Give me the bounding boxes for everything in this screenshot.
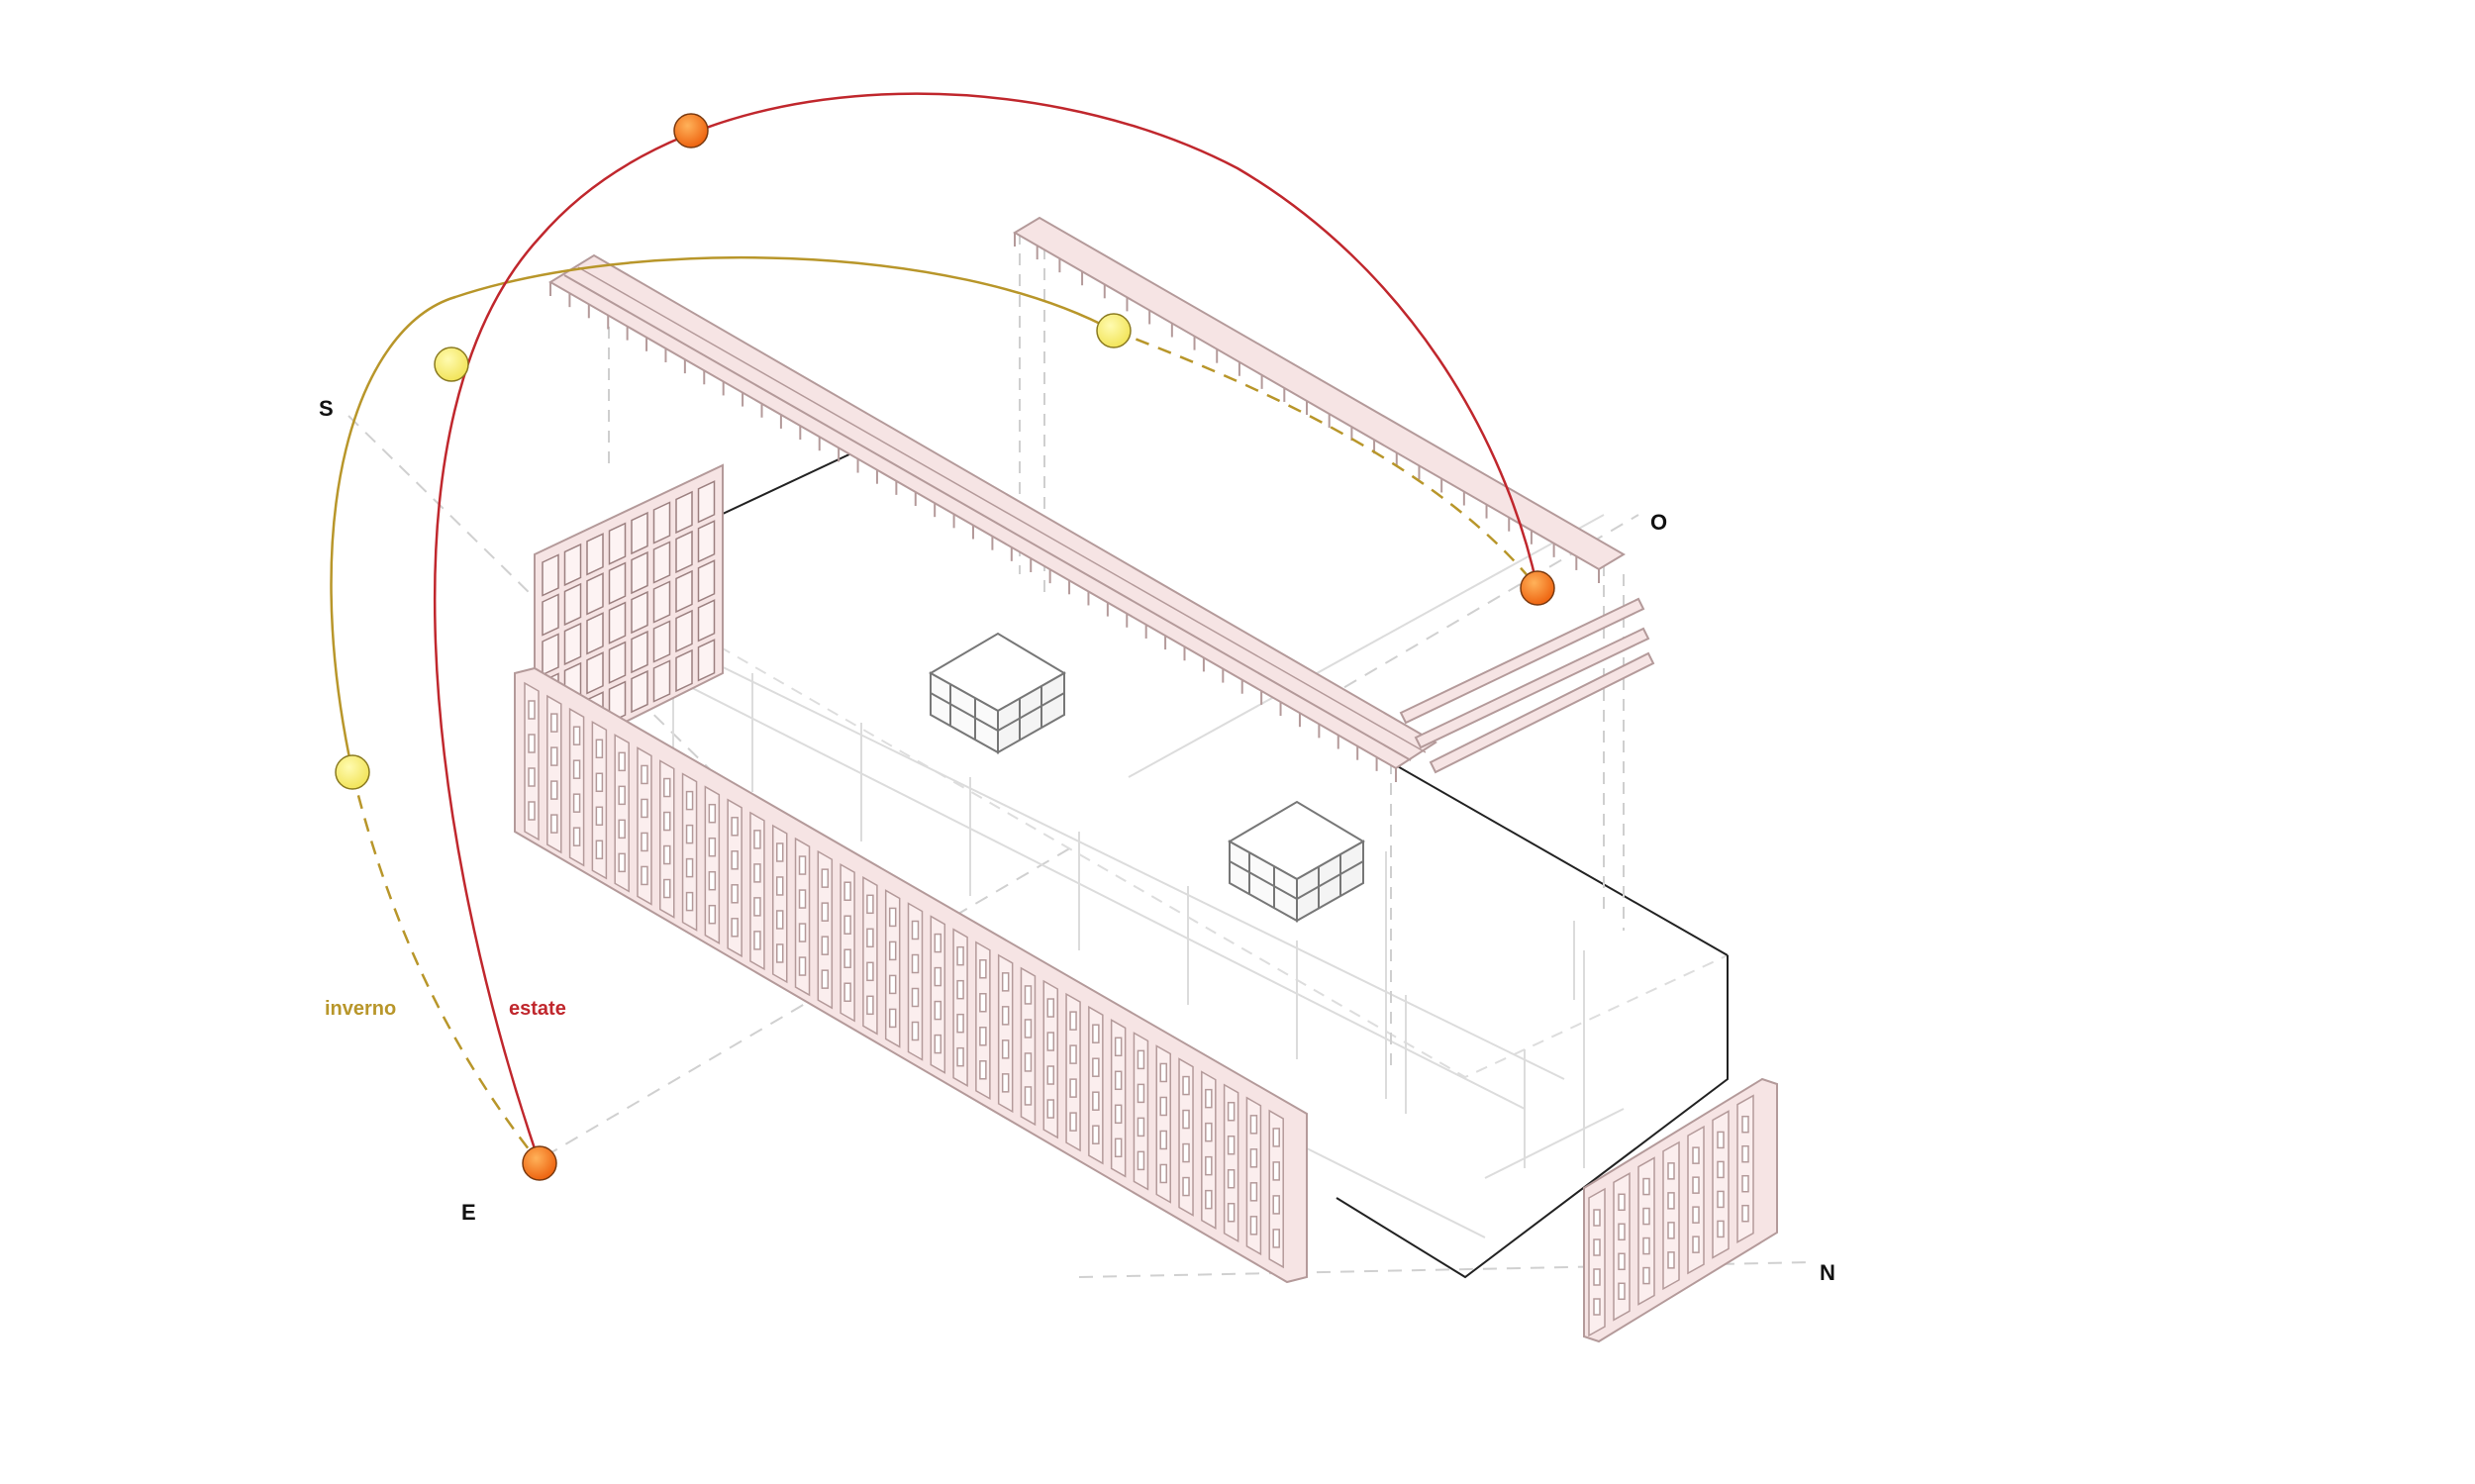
winter-sun-morning bbox=[335, 754, 370, 790]
screen-south-wall bbox=[534, 463, 724, 769]
interior-structure bbox=[613, 514, 1625, 1238]
compass-south-label: S bbox=[319, 396, 334, 421]
winter-sun-afternoon bbox=[1096, 313, 1132, 348]
pergola-north bbox=[1013, 216, 1626, 583]
pergola-west-slats bbox=[1399, 597, 1655, 774]
skylight-2 bbox=[1227, 800, 1365, 923]
sun-path-summer bbox=[433, 92, 1539, 1164]
winter-sun-midmorning bbox=[434, 346, 469, 382]
compass-east-label: E bbox=[461, 1200, 476, 1225]
summer-sun-morning bbox=[673, 113, 709, 148]
screen-east-wall bbox=[514, 666, 1308, 1284]
pergola-south bbox=[548, 253, 1437, 782]
compass-north-label: N bbox=[1820, 1260, 1835, 1285]
screen-north-wall bbox=[1583, 1077, 1778, 1343]
sun-path-winter bbox=[330, 255, 1535, 1164]
skylight-1 bbox=[928, 632, 1066, 754]
compass-west-label: O bbox=[1650, 510, 1667, 535]
legend-winter-label: inverno bbox=[325, 998, 396, 1020]
projection-lines bbox=[608, 233, 1625, 1069]
legend-summer-label: estate bbox=[509, 998, 566, 1020]
summer-sun-sunrise bbox=[522, 1145, 557, 1181]
summer-sun-sunset bbox=[1520, 570, 1555, 606]
